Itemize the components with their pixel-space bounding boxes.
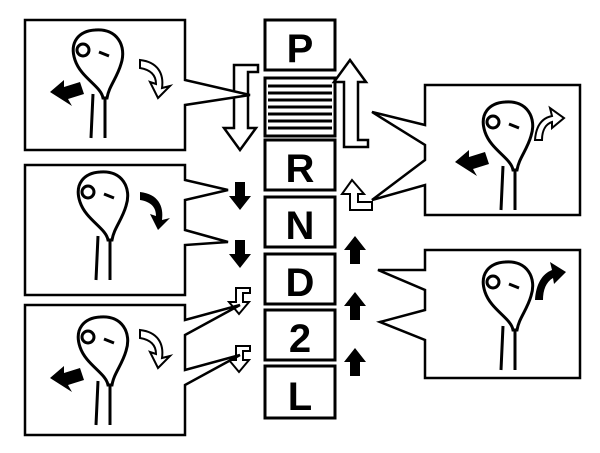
gear-label-D: D — [286, 261, 315, 305]
long-down-arrow-icon — [221, 63, 260, 153]
rotate-arrow-icon — [140, 192, 170, 230]
up-arrow-L-2-icon — [344, 348, 366, 376]
callout-low-to-drive — [376, 248, 582, 380]
callout-drive-to-low — [23, 303, 241, 437]
gear-label-L: L — [288, 375, 312, 419]
gear-label-P: P — [287, 27, 314, 71]
rotate-arrow-icon — [139, 328, 174, 370]
rotate-arrow-icon — [535, 262, 566, 300]
gear-D: D — [263, 252, 337, 306]
long-up-arrow-icon — [331, 57, 370, 149]
gear-2: 2 — [263, 308, 337, 362]
gear-label-N: N — [286, 204, 315, 248]
gear-N: N — [263, 195, 337, 249]
rotate-arrow-icon — [533, 105, 566, 141]
callout-reverse-to-drive — [23, 163, 229, 297]
gear-R: R — [263, 138, 337, 192]
up-arrow-N-R-icon — [340, 178, 373, 211]
gear-P: P — [263, 18, 337, 72]
down-arrow-R-N-icon — [229, 182, 251, 210]
gear-label-R: R — [286, 147, 315, 191]
callout-park-to-reverse — [23, 18, 251, 152]
rotate-arrow-icon — [139, 58, 174, 100]
up-arrow-D-N-icon — [344, 236, 366, 264]
gear-gate-block — [263, 76, 337, 138]
down-arrow-N-D-icon — [229, 240, 251, 268]
up-arrow-2-D-icon — [344, 292, 366, 320]
gear-L: L — [263, 364, 337, 420]
callout-reverse-to-park — [371, 83, 582, 217]
gear-label-2: 2 — [289, 317, 311, 361]
